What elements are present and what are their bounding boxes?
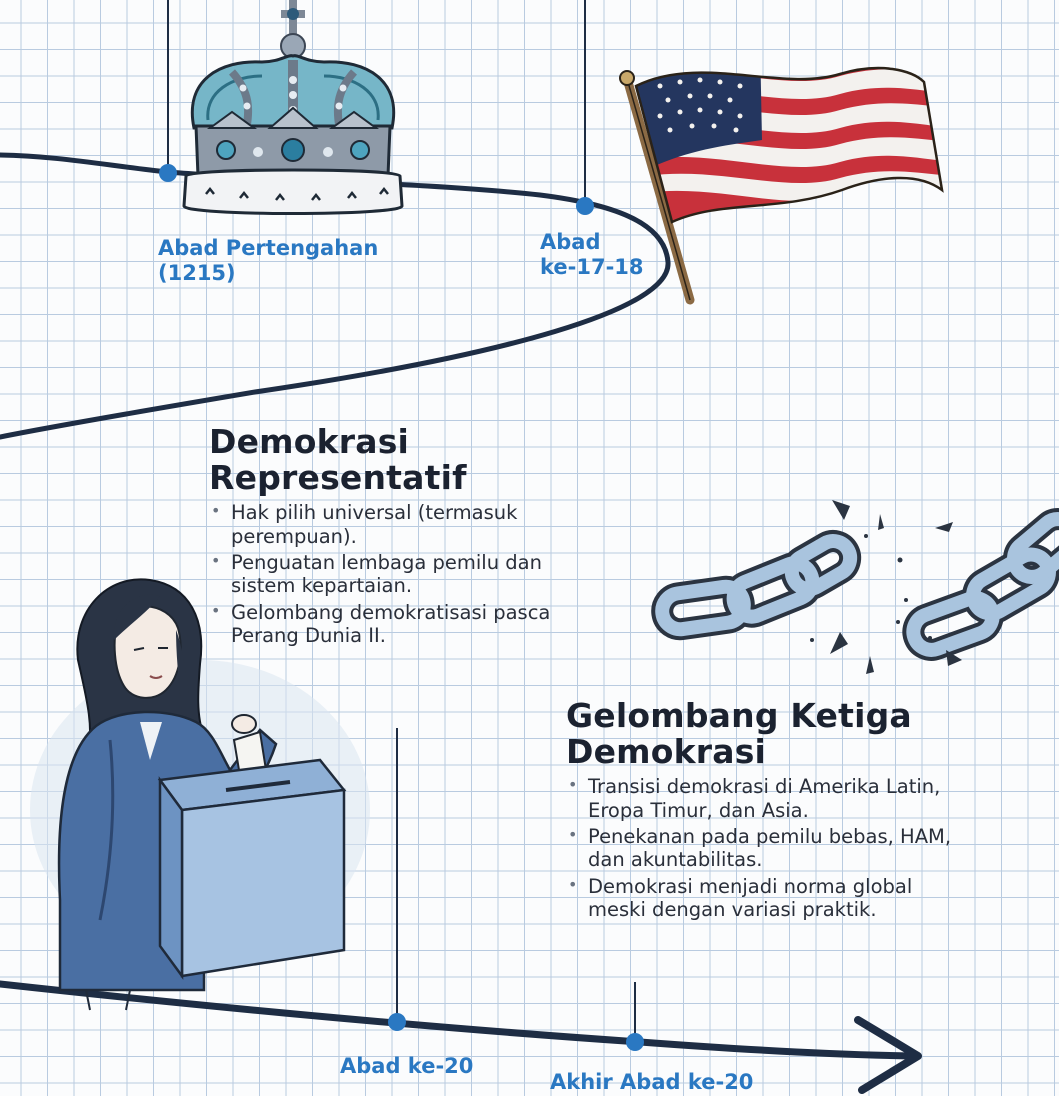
label-17-18-line2: ke-17-18 [540,255,644,280]
crown-icon [182,0,404,215]
marker-17-18 [576,197,594,215]
third-wave-bullet: Demokrasi menjadi norma global meski den… [568,875,956,922]
representative-title-line2: Representatif [209,457,467,497]
us-flag-icon [619,66,944,305]
label-late-20: Akhir Abad ke-20 [550,1070,754,1094]
broken-chain-icon [651,500,1059,674]
third-wave-bullet: Penekanan pada pemilu bebas, HAM, dan ak… [568,825,956,872]
third-wave-title: Gelombang Ketiga Demokrasi [566,698,956,769]
label-medieval-line2: (1215) [158,261,236,286]
label-20: Abad ke-20 [340,1054,474,1078]
representative-title: Demokrasi Representatif [209,424,569,495]
representative-title-line1: Demokrasi [209,422,410,461]
representative-bullet: Penguatan lembaga pemilu dan sistem kepa… [211,551,569,598]
label-medieval-line1: Abad Pertengahan [158,236,379,260]
timeline-arrow-lower [0,980,916,1060]
label-17-18: Abad ke-17-18 [540,230,644,280]
label-medieval: Abad Pertengahan (1215) [158,236,378,286]
arrowhead [854,1016,922,1094]
third-wave-title-line2: Demokrasi [566,731,767,771]
third-wave-bullets: Transisi demokrasi di Amerika Latin, Ero… [566,775,956,921]
representative-bullet: Hak pilih universal (termasuk perempuan)… [211,501,569,548]
representative-bullets: Hak pilih universal (termasuk perempuan)… [209,501,569,647]
third-wave-title-line1: Gelombang Ketiga [566,696,912,735]
third-wave-block: Gelombang Ketiga Demokrasi Transisi demo… [566,698,956,925]
voting-woman-illustration [30,578,370,1011]
label-17-18-line1: Abad [540,230,601,254]
representative-democracy-block: Demokrasi Representatif Hak pilih univer… [209,424,569,651]
representative-bullet: Gelombang demokratisasi pasca Perang Dun… [211,601,569,648]
marker-medieval [159,164,177,182]
marker-20 [388,1013,406,1031]
third-wave-bullet: Transisi demokrasi di Amerika Latin, Ero… [568,775,956,822]
marker-late-20 [626,1033,644,1051]
